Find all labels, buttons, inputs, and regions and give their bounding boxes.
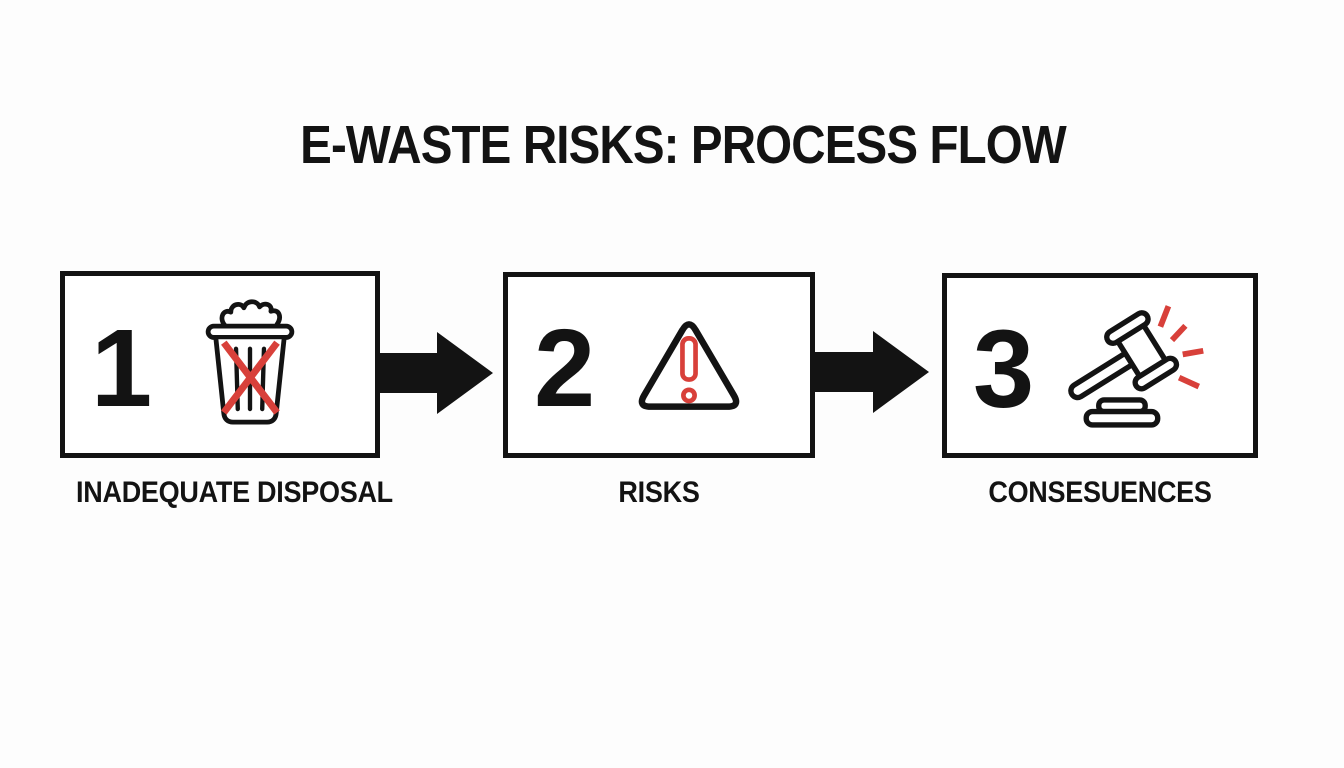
warning-triangle-icon xyxy=(638,320,739,410)
impact-rays-icon xyxy=(1157,304,1204,389)
arrow-right-icon xyxy=(379,332,493,414)
warning-triangle-icon xyxy=(595,315,782,416)
arrow-right-icon xyxy=(379,332,493,414)
step-number: 3 xyxy=(973,307,1035,431)
step-label: INADEQUATE DISPOSAL xyxy=(76,476,393,509)
step-label: RISKS xyxy=(618,476,700,509)
step-number: 2 xyxy=(534,307,596,430)
step-box-risks: 2 xyxy=(503,272,815,458)
step-label: CONSESUENCES xyxy=(988,476,1212,509)
gavel-icon xyxy=(1067,304,1204,428)
gavel-icon xyxy=(1034,299,1225,433)
step-box-inadequate-disposal: 1 xyxy=(60,271,380,458)
trash-can-crossed-out-icon xyxy=(152,299,347,430)
arrow-right-icon xyxy=(815,331,929,413)
page-title: E-WASTE RISKS: PROCESS FLOW xyxy=(300,115,1067,175)
arrow-right-icon xyxy=(815,331,929,413)
step-number: 1 xyxy=(91,306,153,430)
step-box-consequences: 3 xyxy=(942,273,1258,458)
trash-can-crossed-out-icon xyxy=(205,299,294,425)
